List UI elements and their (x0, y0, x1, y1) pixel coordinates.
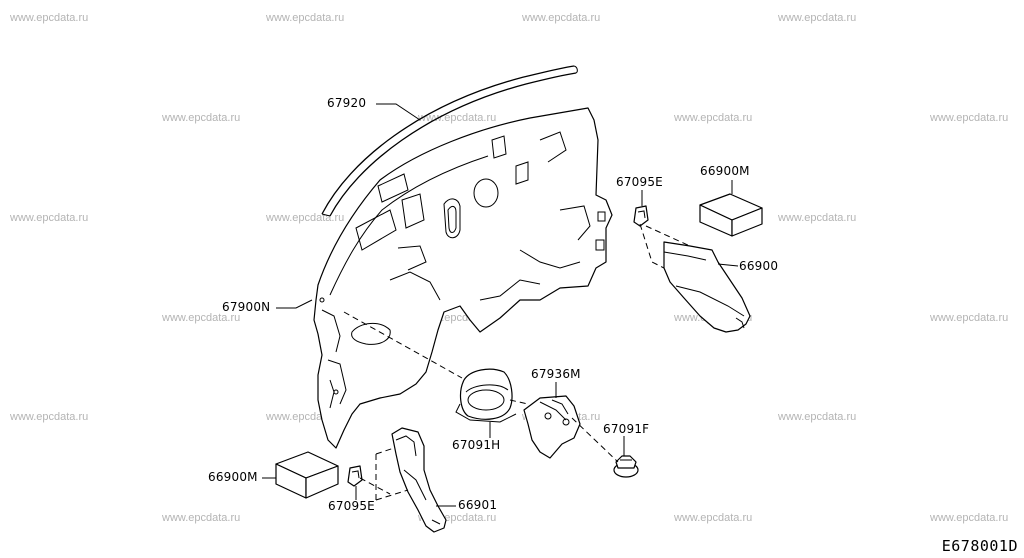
part-67091F-clip[interactable] (613, 455, 639, 478)
watermark: www.epcdata.ru (266, 12, 345, 24)
label-67936M[interactable]: 67936M (531, 367, 581, 381)
label-67900N[interactable]: 67900N (222, 300, 271, 314)
watermark: www.epcdata.ru (162, 312, 241, 324)
watermark: www.epcdata.ru (778, 411, 857, 423)
part-66901-side-panel[interactable] (391, 427, 447, 533)
watermark: www.epcdata.ru (10, 411, 89, 423)
label-66901[interactable]: 66901 (458, 498, 498, 512)
watermark: www.epcdata.ru (522, 12, 601, 24)
part-67936M-bracket[interactable] (523, 395, 581, 459)
watermark: www.epcdata.ru (10, 212, 89, 224)
watermark: www.epcdata.ru (930, 312, 1009, 324)
diagram-code: E678001D (941, 537, 1018, 555)
watermark: www.epcdata.ru (778, 12, 857, 24)
part-67095E-clip-top[interactable] (633, 205, 649, 227)
watermark: www.epcdata.ru (778, 212, 857, 224)
assembly-guide-lines (343, 223, 691, 501)
label-67095E-top[interactable]: 67095E (616, 175, 663, 189)
part-67920-seal-strip[interactable] (321, 65, 578, 217)
label-67091F[interactable]: 67091F (603, 422, 650, 436)
part-67095E-clip-bottom[interactable] (347, 465, 363, 487)
label-66900M-top[interactable]: 66900M (700, 164, 750, 178)
part-67091H-grommet[interactable] (455, 368, 517, 423)
label-67095E-bottom[interactable]: 67095E (328, 499, 375, 513)
part-66900M-pad-bottom[interactable] (275, 451, 339, 499)
label-leader-lines (262, 103, 739, 507)
watermark: www.epcdata.ru (162, 512, 241, 524)
watermark: www.epcdata.ru (162, 112, 241, 124)
part-66900-side-panel[interactable] (663, 241, 751, 333)
watermark: www.epcdata.ru (418, 112, 497, 124)
label-67920[interactable]: 67920 (327, 96, 367, 110)
label-66900[interactable]: 66900 (739, 259, 779, 273)
watermark: www.epcdata.ru (930, 112, 1009, 124)
watermark: www.epcdata.ru (674, 512, 753, 524)
label-67091H[interactable]: 67091H (452, 438, 501, 452)
watermark: www.epcdata.ru (674, 112, 753, 124)
part-67900N-dash-insulator[interactable] (313, 107, 613, 449)
watermark: www.epcdata.ru (930, 512, 1009, 524)
label-66900M-bottom[interactable]: 66900M (208, 470, 258, 484)
watermark: www.epcdata.ru (10, 12, 89, 24)
part-66900M-pad-top[interactable] (699, 193, 763, 237)
